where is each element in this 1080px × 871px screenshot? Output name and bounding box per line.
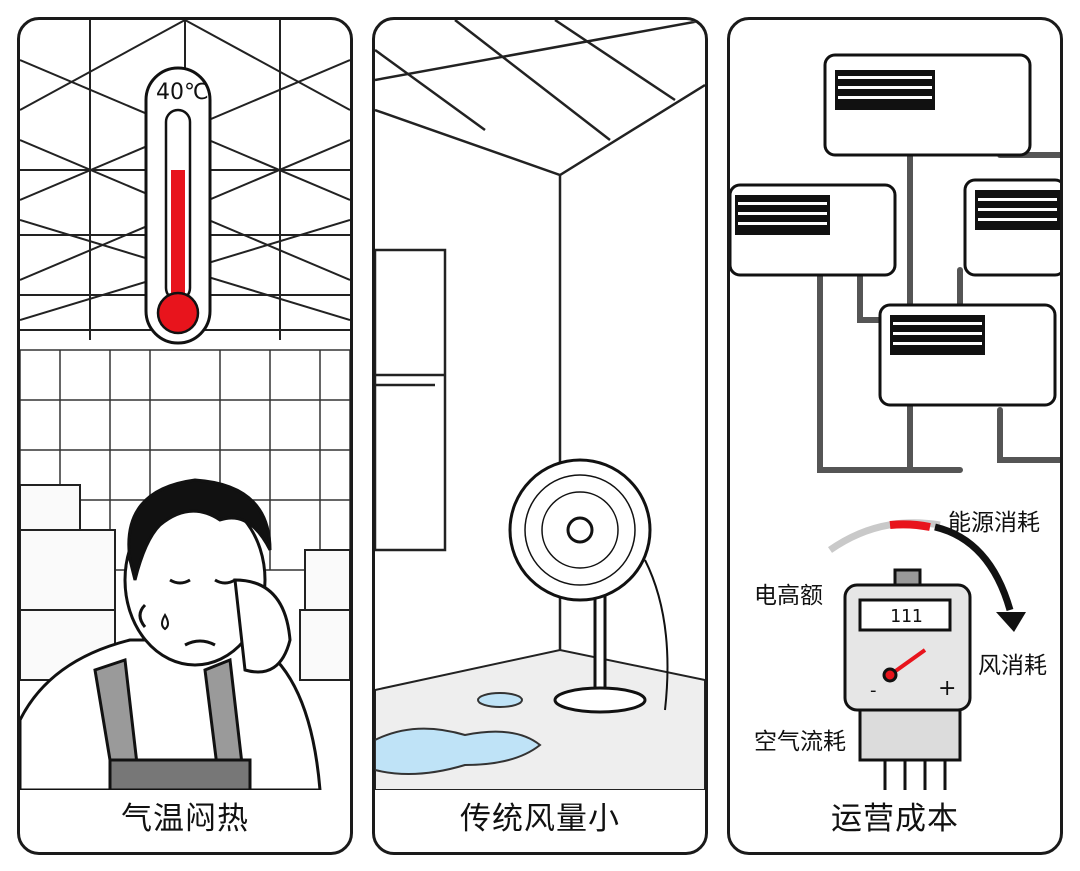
thermometer-label: 40℃ — [156, 80, 209, 105]
meter-display: 111 — [890, 606, 923, 627]
panel-caption: 运营成本 — [831, 801, 959, 837]
panel-operating-cost: 能源消耗 电高额 风消耗 空气流耗 111 - + 运营成本 — [727, 17, 1063, 855]
panel-caption: 传统风量小 — [460, 801, 620, 837]
label-high-electricity: 电高额 — [754, 583, 823, 609]
meter-minus: - — [870, 680, 877, 701]
label-wind-consumption: 风消耗 — [978, 653, 1047, 679]
sweat-drop-icon — [161, 613, 169, 631]
label-air-flow-consumption: 空气流耗 — [754, 729, 846, 755]
panel-caption: 气温闷热 — [121, 801, 249, 837]
electric-meter-icon — [843, 568, 972, 790]
water-puddle-icon — [375, 727, 542, 775]
meter-plus: + — [938, 676, 957, 701]
thermometer-icon — [144, 66, 212, 345]
ac-units-and-meter-illustration — [730, 53, 1060, 790]
label-energy-consumption: 能源消耗 — [948, 510, 1040, 536]
standing-fan-icon — [508, 458, 669, 714]
panel-weak-fan: 传统风量小 — [372, 17, 708, 855]
warehouse-illustration — [20, 20, 350, 790]
sweating-worker-icon — [20, 478, 322, 790]
rising-arrow-icon — [934, 523, 1014, 611]
room-with-fan-illustration — [375, 20, 705, 790]
panel-hot-weather: 40℃ 气温闷热 — [17, 17, 353, 855]
